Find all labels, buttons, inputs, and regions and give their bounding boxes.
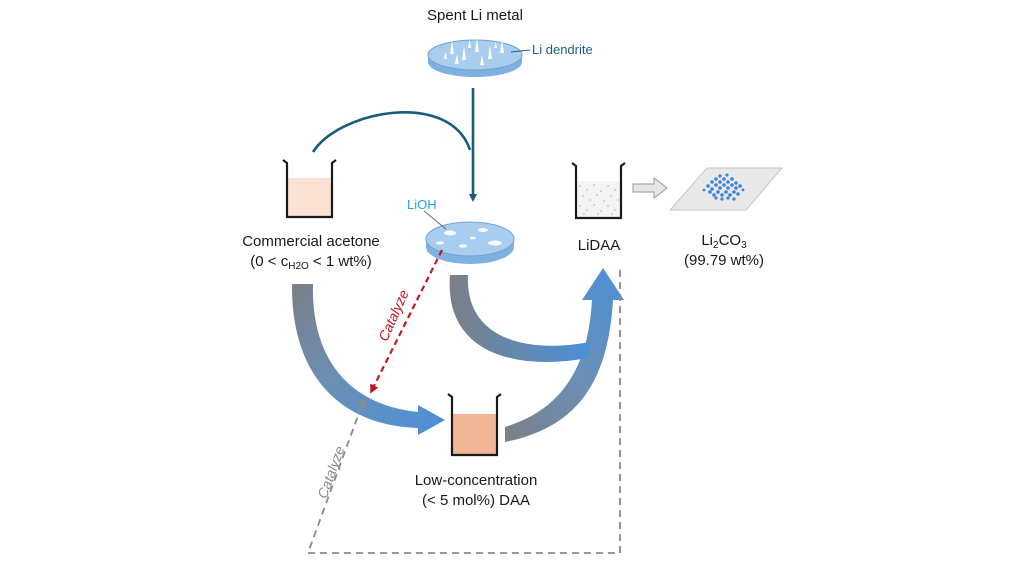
commercial-acetone-label: Commercial acetone <box>242 233 380 250</box>
li-dendrite-label: Li dendrite <box>532 42 593 57</box>
daa-beaker <box>447 393 502 457</box>
low-concentration-label: Low-concentration <box>414 472 538 489</box>
acetone-curved-arrow <box>311 111 472 153</box>
to-li2co3-arrow <box>632 176 668 200</box>
spent-li-disk <box>427 38 531 77</box>
daa-to-lidaa-arrow <box>505 268 624 442</box>
li2co3-purity: (99.79 wt%) <box>683 252 765 269</box>
catalyze-red-arrow <box>370 249 443 394</box>
lidaa-beaker <box>571 162 626 220</box>
li2co3-powder <box>668 167 784 211</box>
lioh-to-lidaa-arrow <box>449 275 590 362</box>
acetone-beaker <box>282 159 337 219</box>
lioh-label: LiOH <box>407 197 437 212</box>
lidaa-label: LiDAA <box>577 237 621 254</box>
daa-condition-label: (< 5 mol%) DAA <box>422 492 530 509</box>
lioh-disk <box>423 210 515 264</box>
acetone-water-condition: (0 < cH2O < 1 wt%) <box>250 253 372 272</box>
lioh-leader <box>423 210 447 230</box>
spent-li-metal-label: Spent Li metal <box>427 7 523 24</box>
acetone-to-daa-arrow <box>291 284 445 435</box>
catalyze-gray-loop <box>306 270 621 554</box>
li-dendrite-leader <box>510 49 531 53</box>
li2co3-formula: Li2CO3 <box>701 232 747 251</box>
